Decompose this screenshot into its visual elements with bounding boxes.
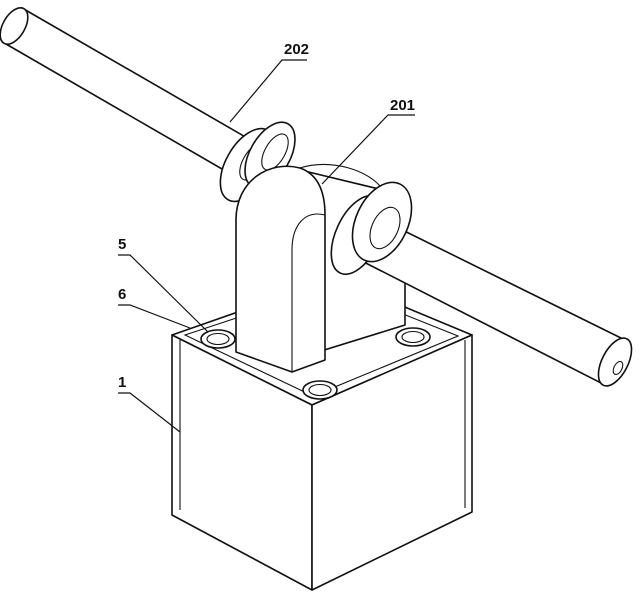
bolt-holes — [200, 327, 431, 400]
label-5: 5 — [118, 236, 126, 253]
callout-6: 6 — [118, 286, 191, 329]
callout-5: 5 — [118, 236, 209, 333]
collar-front — [330, 181, 413, 275]
bolt-hole-left — [200, 329, 236, 349]
callout-201: 201 — [321, 97, 415, 185]
bolt-hole-right — [395, 327, 431, 347]
label-201: 201 — [390, 97, 415, 114]
label-202: 202 — [284, 41, 309, 58]
label-1: 1 — [118, 374, 126, 391]
label-6: 6 — [118, 286, 126, 303]
bolt-hole-front — [302, 380, 338, 400]
callout-202: 202 — [229, 41, 309, 123]
rod-back — [0, 7, 269, 185]
callout-1: 1 — [118, 374, 181, 433]
